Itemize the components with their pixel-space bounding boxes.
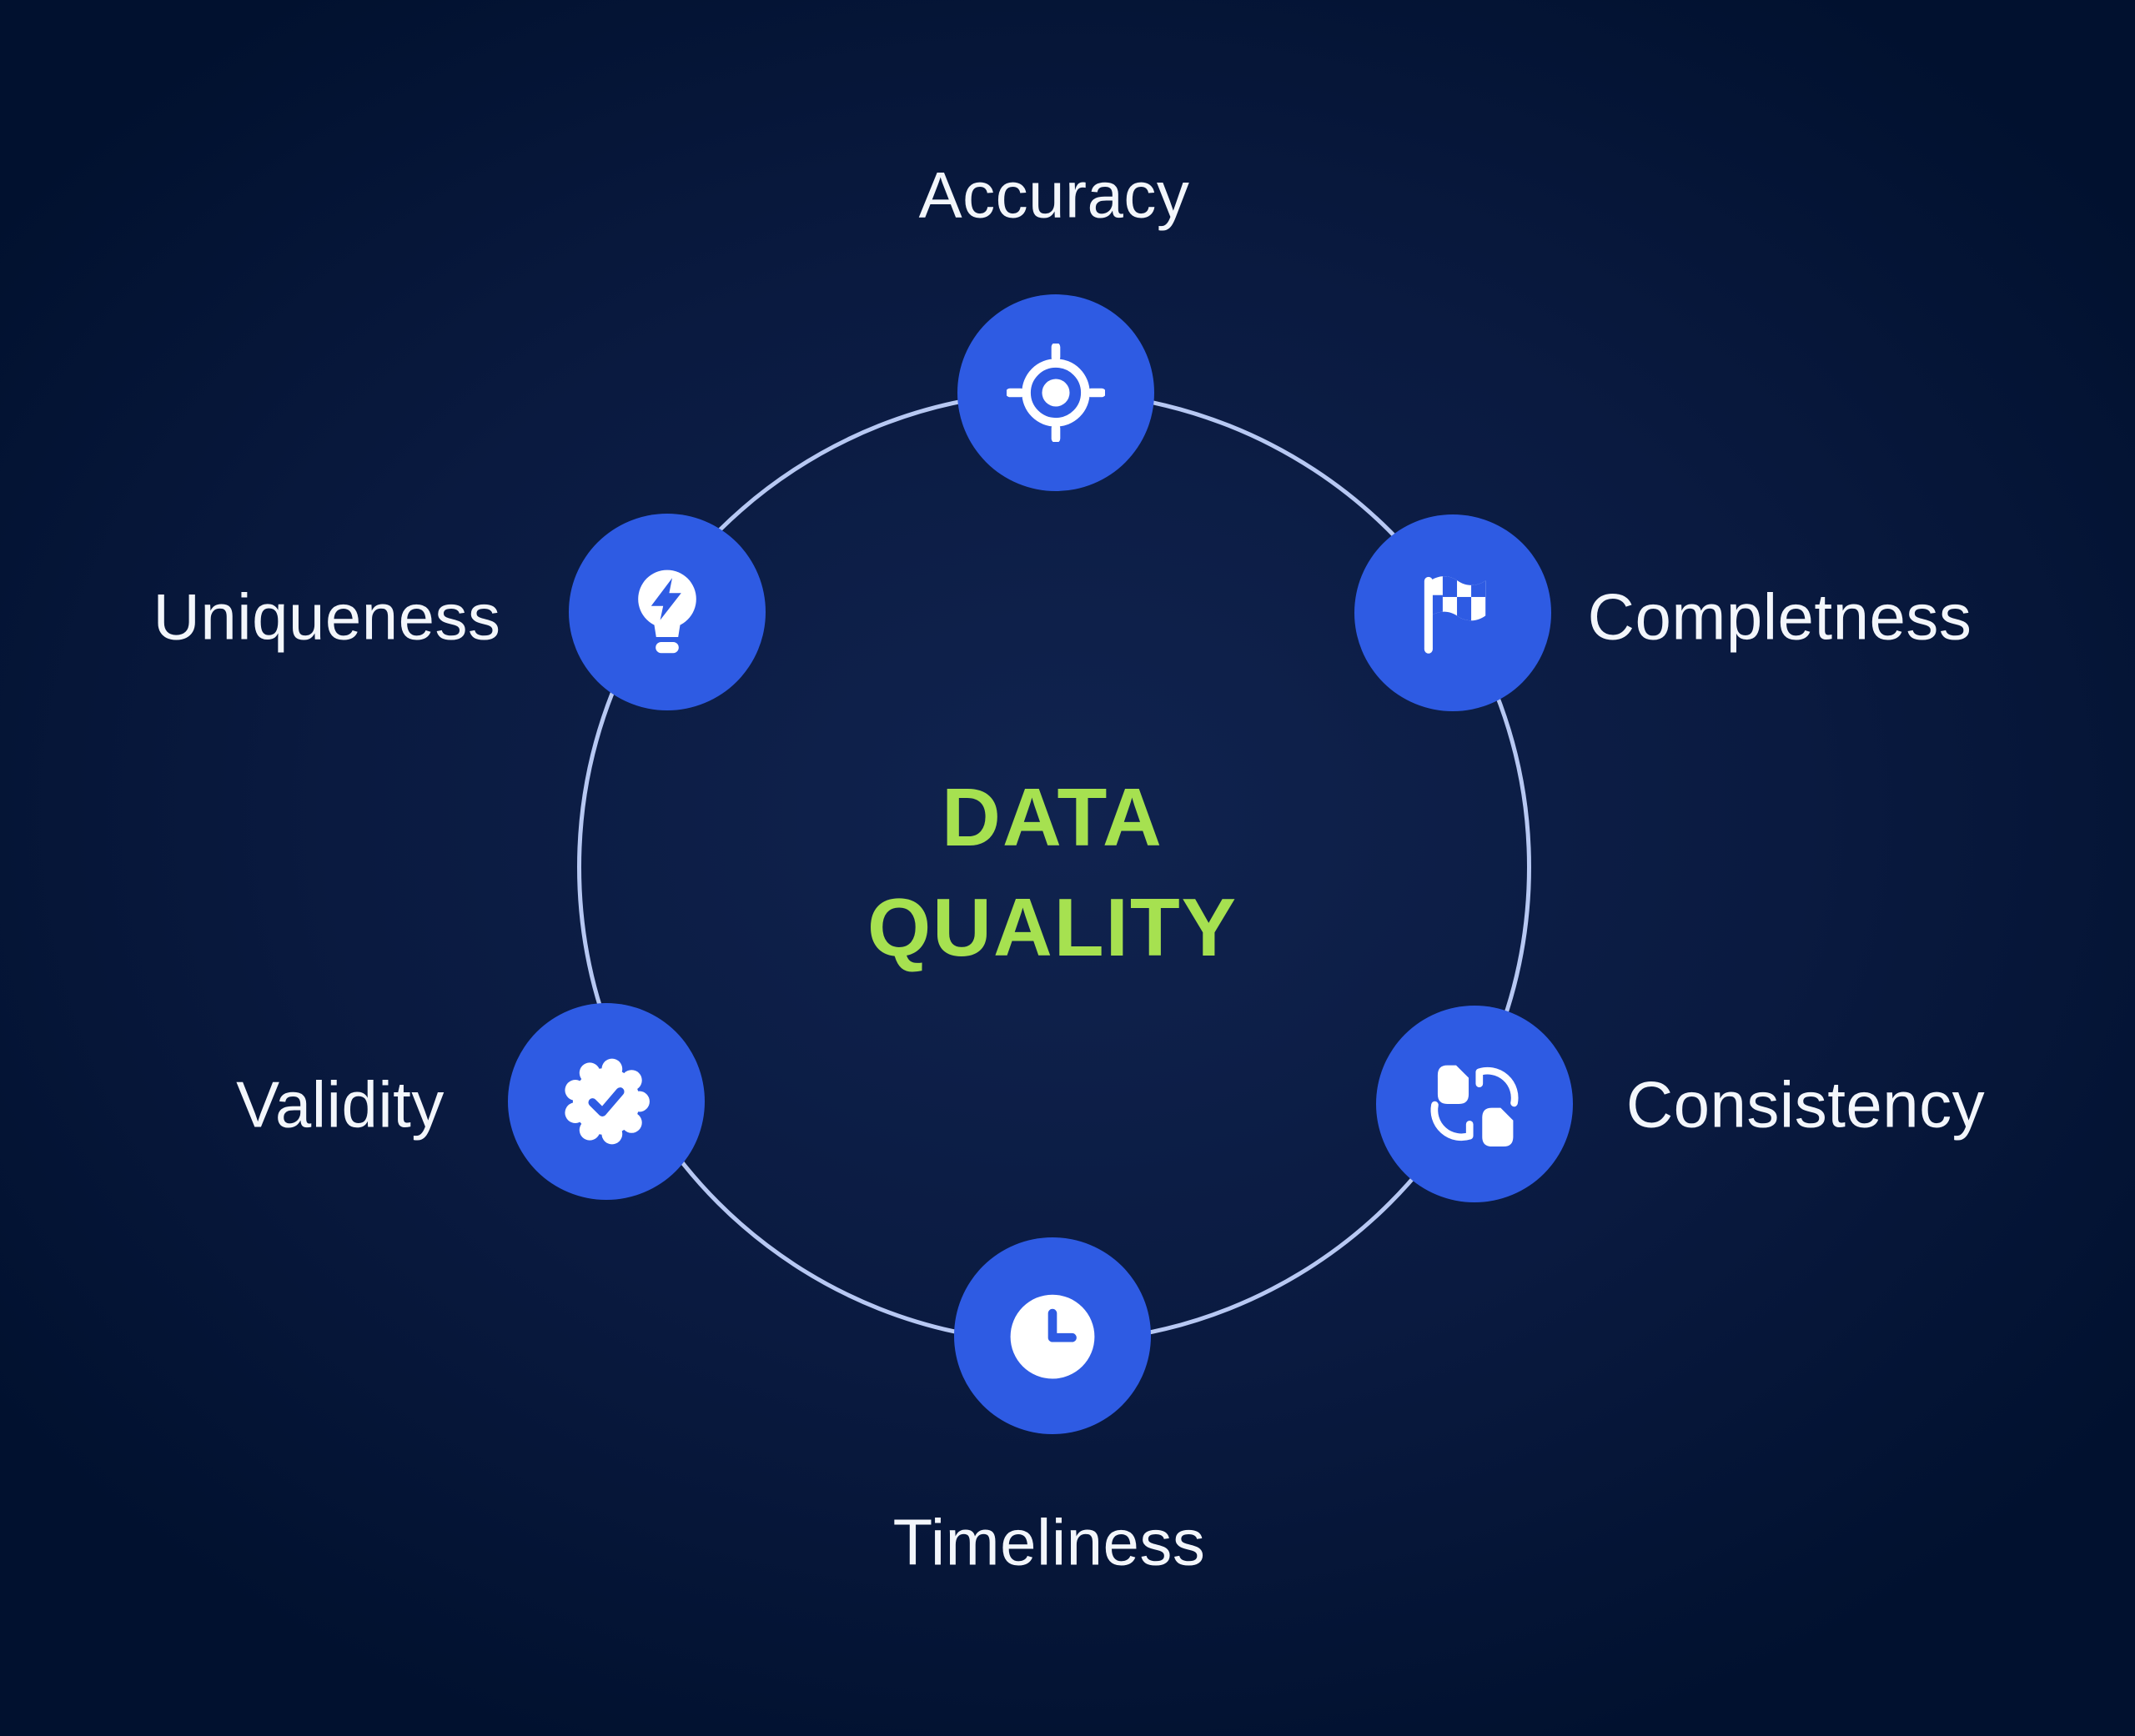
node-consistency	[1376, 1006, 1573, 1202]
center-title: DATA QUALITY	[867, 762, 1238, 982]
file-sync-icon	[1430, 1065, 1519, 1147]
node-uniqueness	[569, 514, 766, 710]
center-title-line1: DATA	[942, 771, 1163, 863]
node-accuracy	[957, 294, 1154, 491]
checkered-flag-icon	[1424, 576, 1486, 654]
label-timeliness: Timeliness	[892, 1505, 1206, 1579]
label-consistency: Consistency	[1625, 1067, 1986, 1141]
node-completness	[1354, 514, 1551, 711]
label-validity: Validity	[236, 1067, 445, 1141]
badge-check-icon	[565, 1058, 650, 1145]
lightbulb-bolt-icon	[638, 569, 696, 654]
node-timeliness	[954, 1237, 1151, 1434]
center-title-line2: QUALITY	[867, 881, 1238, 973]
clock-icon	[1010, 1294, 1095, 1379]
label-uniqueness: Uniqueness	[153, 580, 501, 654]
target-icon	[1007, 344, 1105, 442]
label-completness: Completness	[1587, 580, 1972, 654]
label-accuracy: Accuracy	[918, 158, 1190, 232]
node-validity	[508, 1003, 705, 1200]
